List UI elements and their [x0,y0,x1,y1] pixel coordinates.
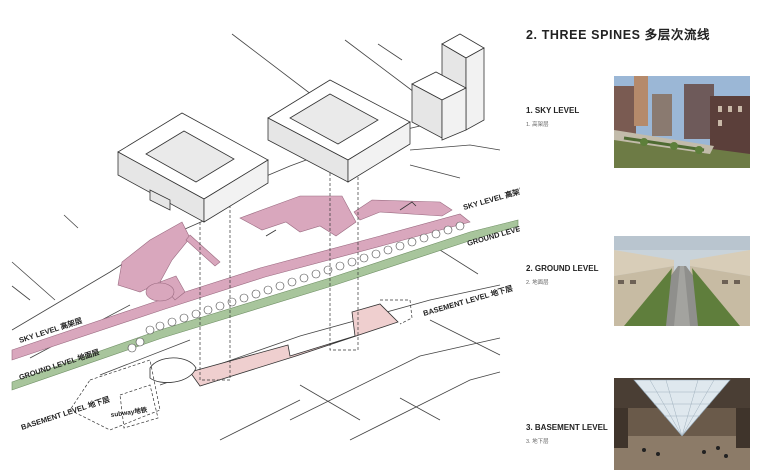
sky-level-subtitle: 1. 高架层 [526,120,549,128]
building-tower [412,34,484,140]
basement-level-label-right: BASEMENT LEVEL 地下层 [422,283,514,318]
page-title: 2. THREE SPINES 多层次流线 [526,24,710,43]
tree-lined-boulevard-photo [614,236,750,326]
sky-level-label-right: SKY LEVEL 高架层 [462,184,520,212]
ground-level-title: 2. GROUND LEVEL [526,264,598,273]
sky-level-title: 1. SKY LEVEL [526,106,579,115]
underground-glass-pyramid-photo [614,378,750,470]
building-left [118,113,268,222]
basement-level-subtitle: 3. 地下层 [526,437,549,445]
high-line-elevated-park-photo [614,76,750,168]
basement-level-label-left: BASEMENT LEVEL 地下层 [20,394,112,432]
subway-label: subway地铁 [110,405,148,419]
basement-level-title: 3. BASEMENT LEVEL [526,423,608,432]
axonometric-diagram: SKY LEVEL 高架层 GROUND LEVEL 地面层 BASEMENT … [0,0,520,472]
sky-level-spine [12,196,470,360]
ground-level-subtitle: 2. 地面层 [526,278,549,286]
